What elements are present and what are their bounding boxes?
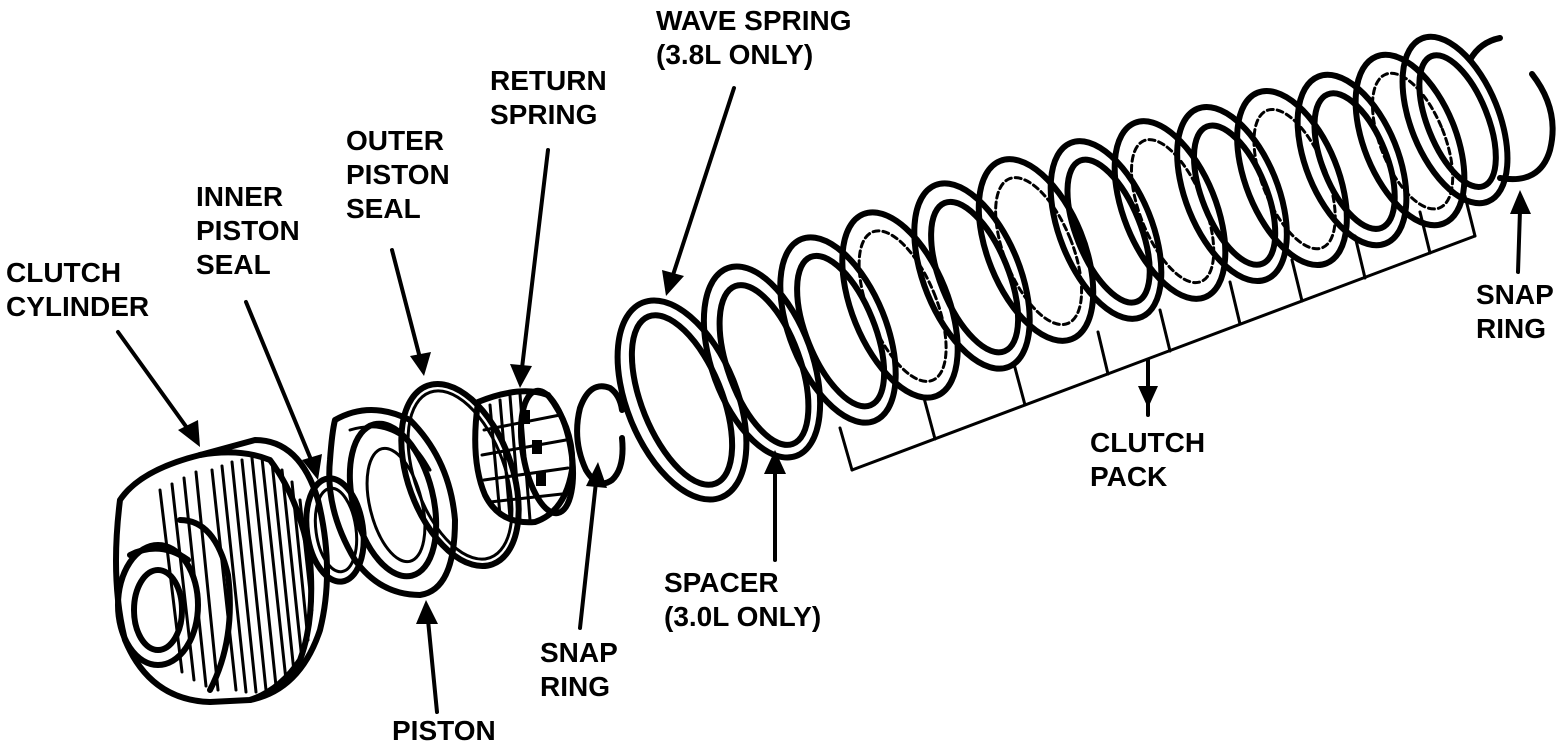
label-return-spring-line-2: SPRING [490,99,598,130]
outer-piston-seal-part [398,380,522,570]
clutch-plate-outer [1294,71,1410,249]
snap-ring-center-part [574,383,626,487]
label-snap-ring-center: SNAP RING [540,636,618,704]
label-clutch-cylinder: CLUTCH CYLINDER [6,256,149,324]
label-outer-piston-seal: OUTER PISTON SEAL [346,124,450,226]
label-piston-line-1: PISTON [392,715,496,746]
leader-lines [116,86,1531,714]
label-clutch-cylinder-line-2: CYLINDER [6,291,150,322]
clutch-plate-inner [928,198,1022,356]
clutch-plate-inner [1371,71,1455,211]
label-outer-piston-seal-line-1: OUTER [346,125,444,156]
clutch-plate-outer [975,156,1097,344]
clutch-plate-inner [994,176,1084,327]
label-snap-ring-center-line-1: SNAP [540,637,618,668]
clutch-plate-outer [1234,87,1350,269]
label-spacer: SPACER (3.0L ONLY) [664,566,821,634]
label-outer-piston-seal-line-2: PISTON [346,159,450,190]
label-outer-piston-seal-line-3: SEAL [346,193,421,224]
label-clutch-pack-line-1: CLUTCH [1090,427,1206,458]
label-snap-ring-right-line-2: RING [1476,313,1546,344]
label-snap-ring-right-line-1: SNAP [1476,279,1554,310]
label-inner-piston-seal: INNER PISTON SEAL [196,180,300,282]
clutch-plate-inner [1416,52,1499,190]
label-inner-piston-seal-line-1: INNER [196,181,284,212]
label-clutch-pack-line-2: PACK [1090,461,1168,492]
clutch-plate-inner [1311,90,1398,232]
label-return-spring: RETURN SPRING [490,64,607,132]
clutch-plate-inner [857,229,948,383]
label-wave-spring-line-2: (3.8L ONLY) [656,39,814,70]
clutch-plate-outer [1399,33,1511,207]
label-inner-piston-seal-line-3: SEAL [196,249,271,280]
clutch-pack-plates [777,33,1511,426]
clutch-plate-inner [1190,122,1279,268]
label-return-spring-line-1: RETURN [490,65,607,96]
label-clutch-pack: CLUTCH PACK [1090,426,1205,494]
clutch-plate-inner [1064,156,1153,306]
clutch-cylinder-part [113,437,330,705]
snap-ring-right-part [1467,35,1556,183]
label-snap-ring-center-line-2: RING [540,671,610,702]
clutch-plate-outer [911,180,1033,372]
return-spring-part [472,387,576,526]
label-clutch-cylinder-line-1: CLUTCH [6,257,122,288]
clutch-pack-bracket [838,194,1477,472]
clutch-plate-outer [777,234,899,426]
label-wave-spring: WAVE SPRING (3.8L ONLY) [656,4,852,72]
clutch-plate-outer [1174,103,1290,285]
label-piston: PISTON [392,714,496,748]
clutch-plate-outer [1111,118,1229,302]
clutch-plate-outer [839,209,961,401]
label-wave-spring-line-1: WAVE SPRING [656,5,852,36]
label-spacer-line-1: SPACER [664,567,779,598]
label-inner-piston-seal-line-2: PISTON [196,215,300,246]
clutch-plate-outer [1352,51,1468,229]
label-snap-ring-right: SNAP RING [1476,278,1554,346]
label-spacer-line-2: (3.0L ONLY) [664,601,822,632]
clutch-plate-outer [1047,138,1165,322]
